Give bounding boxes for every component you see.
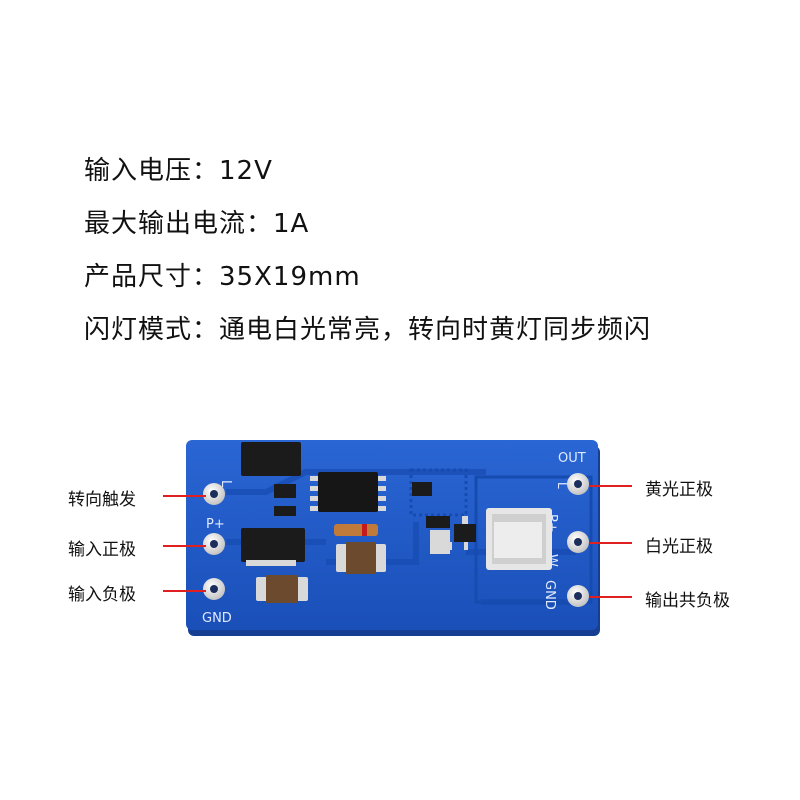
left-pads [203,483,225,600]
spec-value: 12V [219,156,273,186]
silk-left-l: L [218,480,233,488]
silk-left-gnd: GND [202,611,232,626]
silk-right-out: OUT [558,451,586,466]
spec-max-current: 最大输出电流：1A [84,203,309,240]
spec-input-voltage: 输入电压：12V [84,150,273,187]
callout-yellow-positive: 黄光正极 [645,480,713,500]
silk-left-pplus: P+ [206,517,225,532]
callout-line [163,545,206,547]
spec-label: 产品尺寸： [84,262,220,292]
transistor [448,516,476,550]
callout-input-positive: 输入正极 [68,540,136,560]
callout-turn-trigger: 转向触发 [68,490,136,510]
diode-middle [241,528,305,566]
callout-line [163,495,206,497]
diode-top [241,442,301,476]
pcb-board-image: L P+ GND OUT L P+ W GND [186,440,600,636]
small-smd-right [412,482,450,554]
spec-label: 最大输出电流： [84,209,274,239]
silk-right-gnd: GND [542,580,557,610]
spec-value: 1A [273,209,310,239]
callout-line [590,596,632,598]
callout-line [590,542,632,544]
led-connector [486,508,552,570]
callout-line [590,485,632,487]
spec-value: 通电白光常亮，转向时黄灯同步频闪 [219,315,652,345]
spec-label: 闪灯模式： [84,315,220,345]
capacitor-middle [336,542,386,574]
right-pads [567,473,589,607]
spec-product-size: 产品尺寸：35X19mm [84,256,361,293]
callout-line [163,590,206,592]
ic-chip [310,472,386,512]
callout-input-negative: 输入负极 [68,585,136,605]
pcb-trace-box [409,468,468,517]
small-smd-left [274,484,296,516]
zener-diode [334,524,378,536]
callout-common-negative: 输出共负极 [645,591,730,611]
spec-value: 35X19mm [219,262,361,292]
spec-flash-mode: 闪灯模式：通电白光常亮，转向时黄灯同步频闪 [84,309,651,346]
capacitor-bottom [256,575,308,603]
spec-label: 输入电压： [84,156,220,186]
callout-white-positive: 白光正极 [645,537,713,557]
silk-right-l: L [555,482,569,489]
